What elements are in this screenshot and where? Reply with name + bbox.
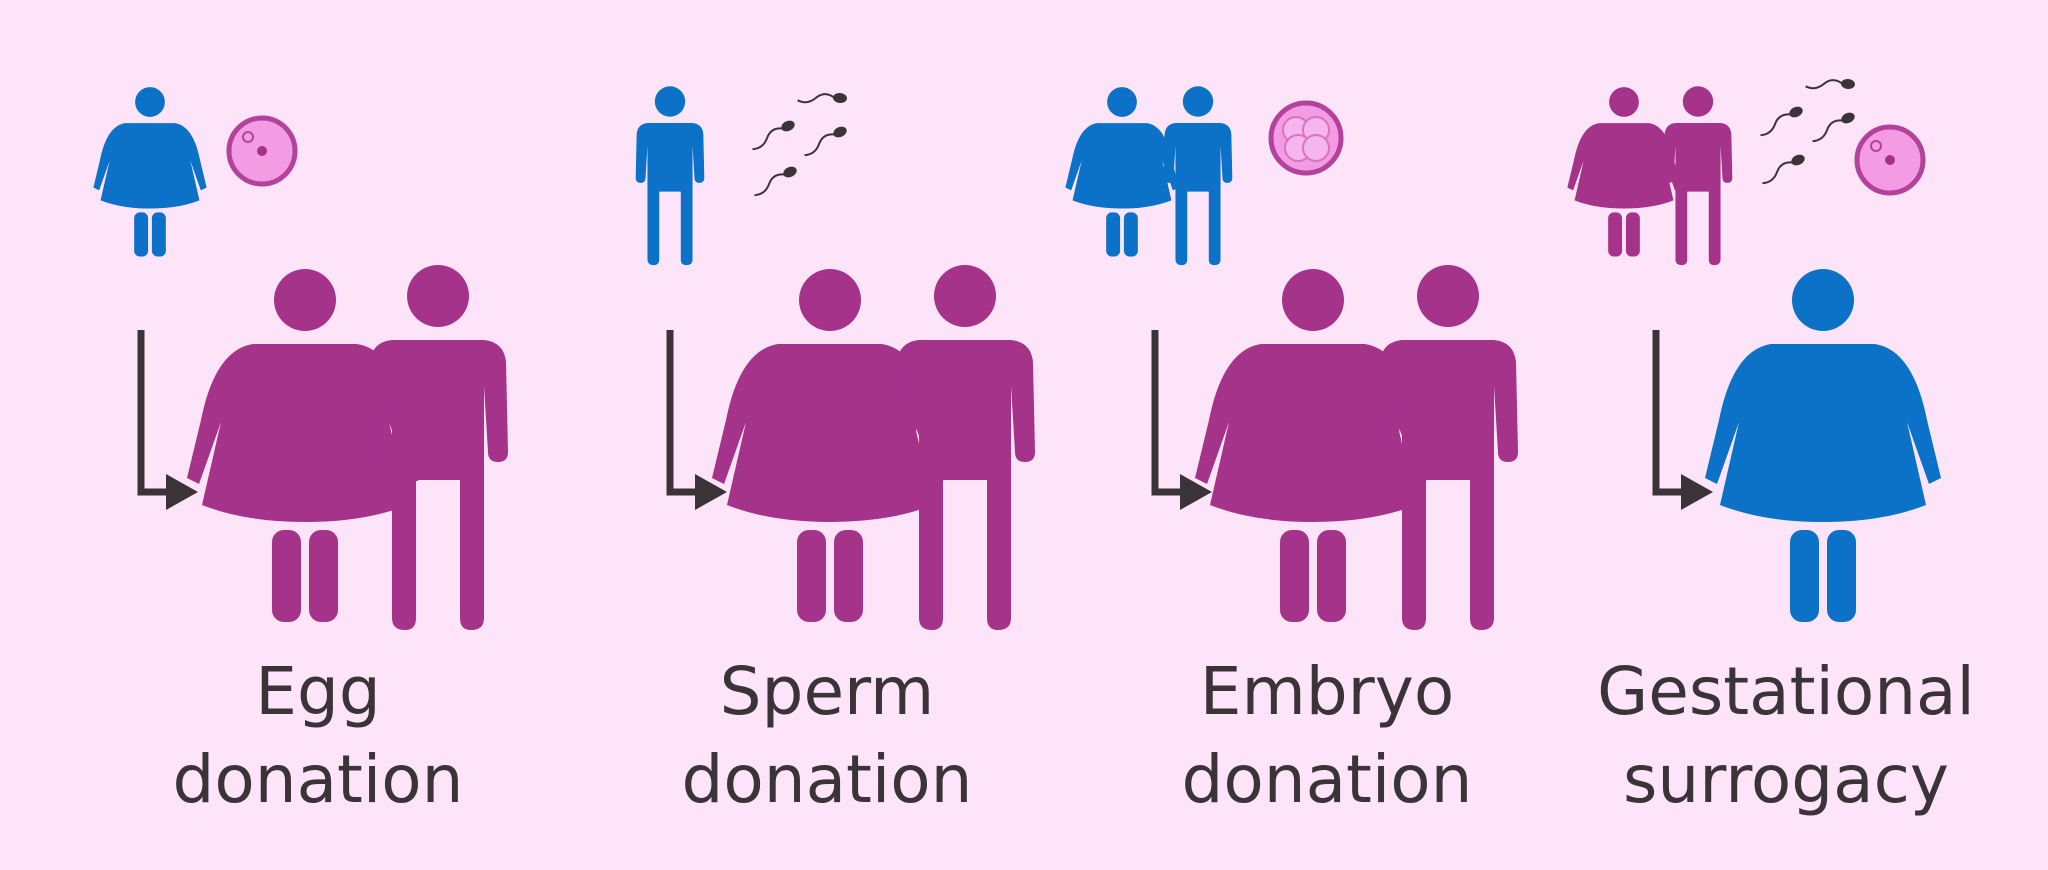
panel-embryo-donation <box>1065 86 1518 630</box>
label-sperm-donation: Sperm donation <box>617 648 1037 824</box>
arrow-icon <box>1656 330 1713 510</box>
label-embryo-donation: Embryo donation <box>1117 648 1537 824</box>
recipient-couple-icon <box>712 265 1035 630</box>
donor-man-icon <box>635 86 705 266</box>
donor-woman-icon <box>93 87 207 257</box>
donor-couple-icon <box>1065 86 1233 266</box>
label-line-2: donation <box>1181 741 1473 818</box>
surrogate-woman-icon <box>1705 269 1941 622</box>
label-line-1: Gestational <box>1597 653 1975 730</box>
label-line-2: donation <box>172 741 464 818</box>
sperm-cells-icon <box>1754 74 1859 186</box>
recipient-couple-icon <box>1195 265 1518 630</box>
panel-egg-donation <box>93 87 508 630</box>
label-gestational-surrogacy: Gestational surrogacy <box>1576 648 1996 824</box>
panel-gestational-surrogacy <box>1567 74 1941 622</box>
arrow-icon <box>1155 330 1212 510</box>
label-line-2: donation <box>681 741 973 818</box>
intended-parents-icon <box>1567 86 1733 266</box>
egg-cell-icon <box>1857 127 1923 193</box>
arrow-icon <box>670 330 727 510</box>
label-line-1: Sperm <box>719 653 935 730</box>
label-line-1: Embryo <box>1199 653 1455 730</box>
panel-sperm-donation <box>635 86 1035 630</box>
label-line-1: Egg <box>255 653 381 730</box>
recipient-couple-icon <box>187 265 508 630</box>
label-line-2: surrogacy <box>1623 741 1949 818</box>
label-egg-donation: Egg donation <box>108 648 528 824</box>
sperm-cells-icon <box>746 88 851 198</box>
embryo-icon <box>1271 103 1341 173</box>
arrow-icon <box>141 330 198 510</box>
egg-cell-icon <box>229 118 295 184</box>
